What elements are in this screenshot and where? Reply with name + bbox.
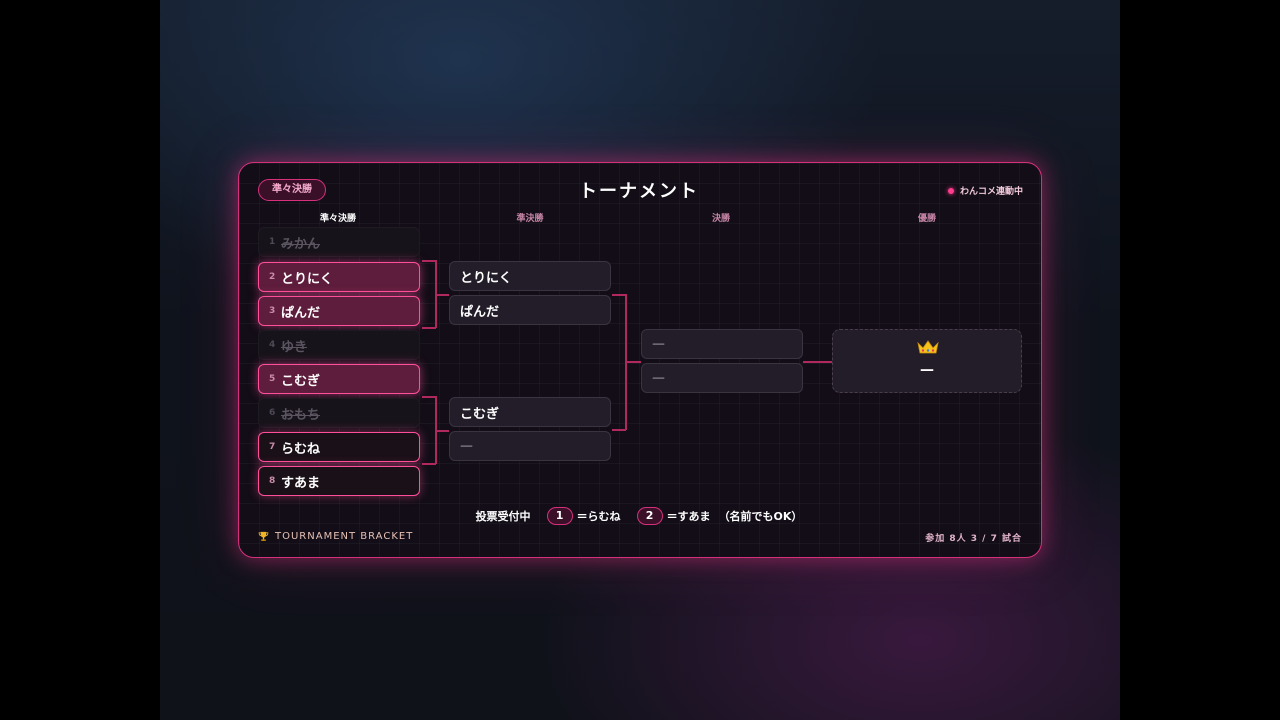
bracket-connector: [435, 294, 449, 296]
stage-background: 準々決勝 トーナメント わんコメ連動中 準々決勝 準決勝 決勝 優勝 1 みかん…: [160, 0, 1120, 720]
player-name: ゆき: [281, 339, 308, 355]
vote-instructions: 投票受付中 1 ＝らむね 2 ＝すあま （名前でもOK）: [239, 507, 1039, 525]
column-header-champion: 優勝: [917, 214, 936, 224]
qf-slot-4[interactable]: 4 ゆき: [258, 330, 420, 360]
column-header-semifinal: 準決勝: [516, 214, 544, 224]
seed-number: 7: [269, 442, 276, 452]
champion-name: —: [920, 362, 934, 378]
sf-slot-2[interactable]: ぱんだ: [449, 295, 611, 325]
seed-number: 8: [269, 476, 276, 486]
vote-note: （名前でもOK）: [718, 510, 803, 523]
seed-number: 4: [269, 340, 276, 350]
bracket-connector: [435, 430, 449, 432]
vote-option-1-text: ＝らむね: [576, 510, 621, 523]
qf-slot-2[interactable]: 2 とりにく: [258, 262, 420, 292]
seed-number: 3: [269, 306, 276, 316]
qf-slot-8[interactable]: 8 すあま: [258, 466, 420, 496]
seed-number: 2: [269, 272, 276, 282]
tournament-panel: 準々決勝 トーナメント わんコメ連動中 準々決勝 準決勝 決勝 優勝 1 みかん…: [238, 162, 1042, 558]
qf-slot-5[interactable]: 5 こむぎ: [258, 364, 420, 394]
crown-icon: [917, 340, 939, 354]
vote-option-1-badge: 1: [546, 507, 573, 525]
vote-status-label: 投票受付中: [475, 510, 531, 523]
qf-slot-7[interactable]: 7 らむね: [258, 432, 420, 462]
qf-slot-6[interactable]: 6 おもち: [258, 398, 420, 428]
vote-option-2-badge: 2: [636, 507, 663, 525]
final-slot-1[interactable]: —: [641, 329, 803, 359]
bracket-connector: [422, 260, 436, 262]
footer-brand-text: TOURNAMENT BRACKET: [275, 531, 414, 542]
bracket-connector: [803, 361, 832, 363]
player-name: みかん: [281, 236, 321, 252]
match-stats: 参加 8人 3 / 7 試合: [925, 534, 1022, 544]
page-title: トーナメント: [579, 181, 699, 202]
champion-slot: —: [832, 329, 1022, 393]
qf-slot-3[interactable]: 3 ぱんだ: [258, 296, 420, 326]
live-sync-label: わんコメ連動中: [959, 187, 1023, 197]
bracket-connector: [422, 327, 436, 329]
seed-number: 6: [269, 408, 276, 418]
player-name: らむね: [281, 441, 321, 457]
player-name: ぱんだ: [281, 305, 321, 321]
final-slot-2[interactable]: —: [641, 363, 803, 393]
player-name: おもち: [281, 407, 321, 423]
vote-option-2-text: ＝すあま: [666, 510, 711, 523]
sf-slot-1[interactable]: とりにく: [449, 261, 611, 291]
bracket-connector: [612, 429, 626, 431]
current-round-badge: 準々決勝: [258, 179, 326, 201]
live-dot-icon: [947, 187, 954, 194]
trophy-icon: [258, 531, 269, 541]
column-header-final: 決勝: [711, 214, 730, 224]
sf-slot-3[interactable]: こむぎ: [449, 397, 611, 427]
seed-number: 1: [269, 237, 276, 247]
sf-slot-4[interactable]: —: [449, 431, 611, 461]
bracket-connector: [422, 463, 436, 465]
live-sync-indicator: わんコメ連動中: [947, 184, 1023, 197]
qf-slot-1[interactable]: 1 みかん: [258, 227, 420, 257]
seed-number: 5: [269, 374, 276, 384]
column-header-quarterfinal: 準々決勝: [319, 214, 356, 224]
player-name: すあま: [281, 475, 321, 491]
bracket-connector: [625, 361, 641, 363]
footer-brand: TOURNAMENT BRACKET: [258, 531, 413, 542]
bracket-connector: [612, 294, 626, 296]
player-name: こむぎ: [281, 373, 321, 389]
player-name: とりにく: [281, 271, 333, 287]
bracket-connector: [422, 396, 436, 398]
